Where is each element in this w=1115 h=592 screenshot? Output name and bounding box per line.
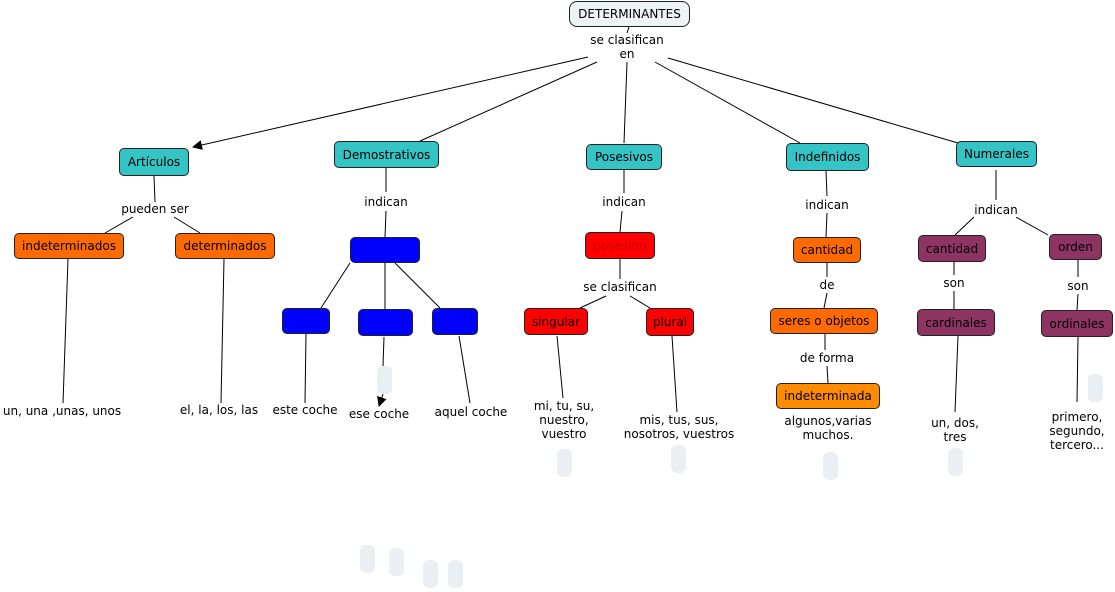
hidden-resource-marker[interactable] (948, 448, 963, 476)
node-indeterminada[interactable]: indeterminada (776, 383, 880, 409)
node-media[interactable]: media (358, 309, 413, 336)
node-articulos[interactable]: Artículos (119, 148, 189, 176)
hidden-resource-marker[interactable] (671, 445, 686, 473)
leaf-text-media: ese coche (348, 407, 410, 421)
link-label-pueden-ser: pueden ser (121, 202, 189, 216)
node-distancia[interactable]: distancia (350, 237, 420, 263)
leaf-text-cerca: este coche (272, 403, 338, 417)
link-label-indican-numerales: indican (974, 203, 1018, 217)
node-cantidad-numerales[interactable]: cantidad (918, 235, 986, 262)
leaf-text-plural: mis, tus, sus, nosotros, vuestros (623, 413, 735, 441)
node-seres-o-objetos[interactable]: seres o objetos (770, 308, 878, 334)
node-cerca[interactable]: cerca (282, 308, 330, 334)
hidden-resource-marker[interactable] (823, 452, 838, 480)
leaf-text-lejos: aquel coche (434, 405, 508, 419)
hidden-resource-marker[interactable] (1088, 374, 1103, 402)
node-numerales[interactable]: Numerales (956, 141, 1037, 167)
link-label-se-clasifican-posesivos: se clasifican (583, 280, 657, 294)
leaf-text-indefinidos: algunos,varias muchos. (784, 414, 872, 442)
node-posesivos[interactable]: Posesivos (586, 144, 662, 170)
hidden-resource-marker[interactable] (557, 449, 572, 477)
link-label-indican-posesivos: indican (602, 195, 646, 209)
link-label-indican-indefinidos: indican (805, 198, 849, 212)
leaf-text-ordinales: primero, segundo, tercero... (1049, 410, 1105, 452)
node-lejos[interactable]: lejos (432, 308, 478, 335)
leaf-text-articulos-indeterminados: un, una ,unas, unos (2, 404, 122, 418)
node-posesion[interactable]: posesion (585, 232, 655, 259)
leaf-text-cardinales: un, dos, tres (931, 416, 979, 444)
link-label-de-forma: de forma (799, 351, 855, 365)
hidden-resource-marker[interactable] (389, 548, 404, 576)
link-label-son-cardinales: son (943, 276, 965, 290)
node-determinados[interactable]: determinados (175, 233, 275, 259)
link-label-son-ordinales: son (1067, 279, 1089, 293)
node-cantidad-indefinidos[interactable]: cantidad (793, 237, 861, 263)
hidden-resource-marker[interactable] (423, 560, 438, 588)
leaf-text-articulos-determinados: el, la, los, las (179, 403, 259, 417)
node-ordinales[interactable]: ordinales (1041, 310, 1113, 337)
link-label-de: de (819, 278, 835, 292)
node-singular[interactable]: singular (524, 308, 588, 335)
root-node-determinantes[interactable]: DETERMINANTES (569, 1, 690, 27)
link-label-indican-demostrativos: indican (364, 195, 408, 209)
node-cardinales[interactable]: cardinales (917, 309, 995, 336)
node-plural[interactable]: plural (646, 308, 694, 336)
node-indeterminados[interactable]: indeterminados (14, 233, 124, 259)
node-demostrativos[interactable]: Demostrativos (334, 141, 439, 168)
hidden-resource-marker[interactable] (360, 545, 375, 573)
link-label-se-clasifican-en: se clasifican en (590, 33, 664, 61)
leaf-text-singular: mi, tu, su, nuestro, vuestro (533, 399, 595, 441)
node-indefinidos[interactable]: Indefinidos (786, 143, 869, 171)
hidden-resource-marker[interactable] (377, 366, 392, 394)
hidden-resource-marker[interactable] (448, 560, 463, 588)
node-orden[interactable]: orden (1049, 234, 1102, 260)
